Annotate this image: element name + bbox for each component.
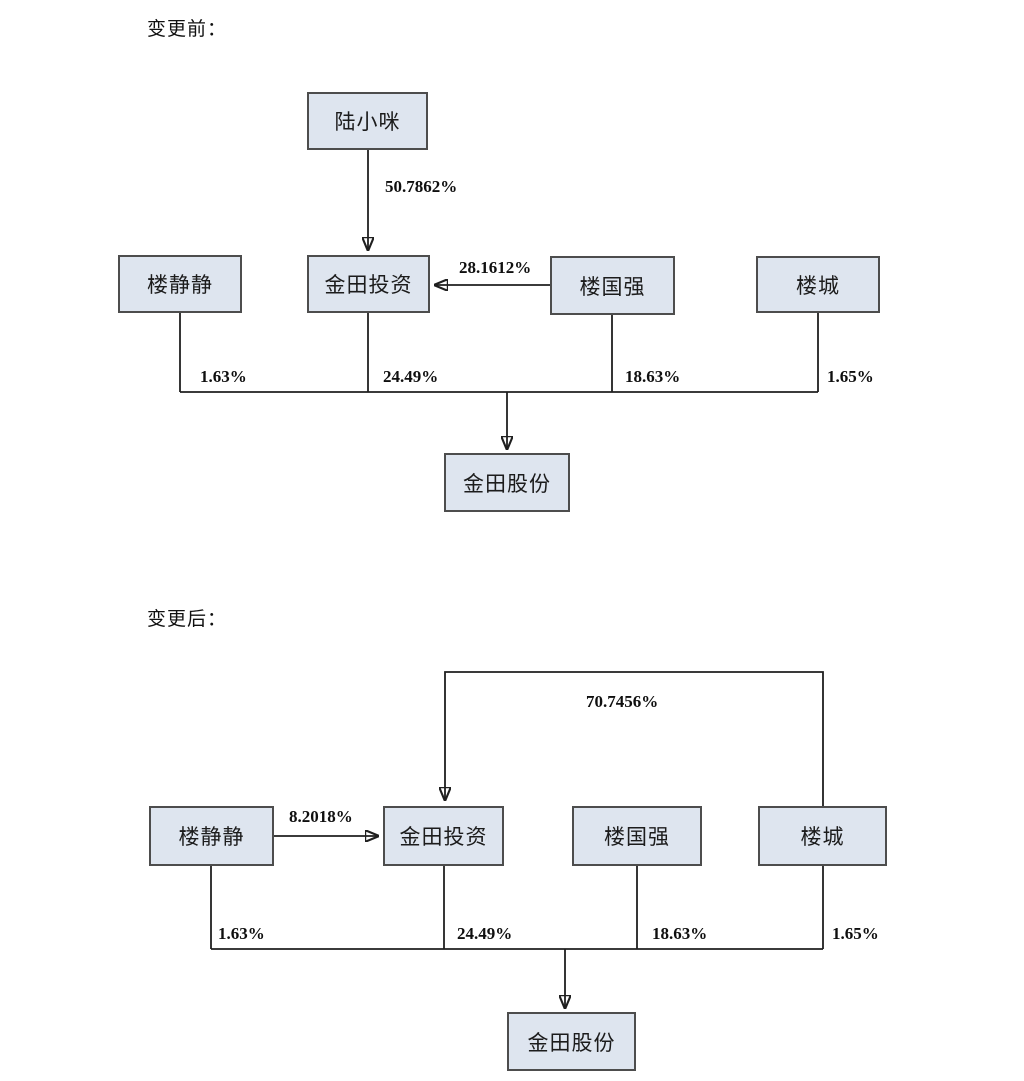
node-lou-jingjing-after: 楼静静 — [149, 806, 274, 866]
label-pct-lou-cheng-to-shares-before: 1.65% — [827, 367, 874, 386]
node-lou-cheng-before: 楼城 — [756, 256, 880, 313]
node-jintian-investment-after: 金田投资 — [383, 806, 504, 866]
label-pct-investment-to-shares-before: 24.49% — [383, 367, 439, 386]
label-pct-lou-jingjing-to-shares-before: 1.63% — [200, 367, 247, 386]
before-connectors — [179, 150, 819, 449]
node-lou-guoqiang-after: 楼国强 — [572, 806, 702, 866]
node-lu-xiaomi-before: 陆小咪 — [307, 92, 428, 150]
after-connectors — [210, 671, 824, 1008]
label-pct-lou-guoqiang-to-shares-before: 18.63% — [625, 367, 681, 386]
label-pct-lou-jingjing-to-shares-after: 1.63% — [218, 924, 265, 943]
label-pct-investment-to-shares-after: 24.49% — [457, 924, 513, 943]
section-label-before: 变更前： — [147, 19, 228, 40]
label-pct-lou-cheng-to-investment: 70.7456% — [586, 692, 659, 711]
label-pct-lou-jingjing-to-investment: 8.2018% — [289, 807, 353, 826]
node-lou-cheng-after: 楼城 — [758, 806, 887, 866]
label-pct-lou-guoqiang-to-investment: 28.1612% — [459, 258, 532, 277]
node-jintian-investment-before: 金田投资 — [307, 255, 430, 313]
node-jintian-shares-before: 金田股份 — [444, 453, 570, 512]
label-pct-lou-cheng-to-shares-after: 1.65% — [832, 924, 879, 943]
node-lou-jingjing-before: 楼静静 — [118, 255, 242, 313]
label-pct-lu-xiaomi-to-investment: 50.7862% — [385, 177, 458, 196]
node-jintian-shares-after: 金田股份 — [507, 1012, 636, 1071]
section-label-after: 变更后： — [147, 609, 228, 630]
node-lou-guoqiang-before: 楼国强 — [550, 256, 675, 315]
label-pct-lou-guoqiang-to-shares-after: 18.63% — [652, 924, 708, 943]
